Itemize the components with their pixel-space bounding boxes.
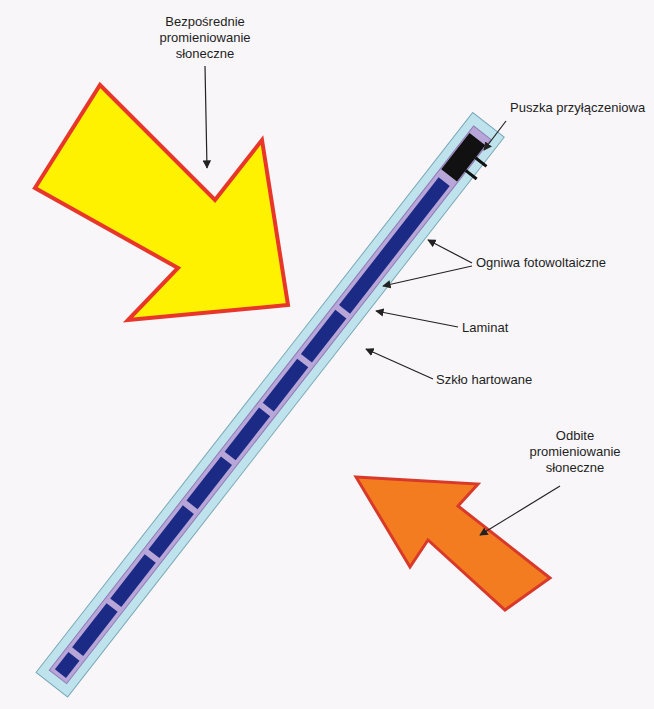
pv-cell [72, 603, 117, 656]
junction-box [441, 133, 485, 182]
callout-label: Puszka przyłączeniowa [510, 100, 650, 116]
reflected-sun-arrow [356, 477, 550, 610]
direct-sun-arrow [35, 85, 288, 320]
callout-label: Laminat [462, 320, 552, 336]
pv-cell [148, 505, 193, 558]
pv-cell [339, 177, 450, 313]
pv-module [36, 113, 507, 700]
callout-label: Odbite promieniowanie słoneczne [520, 428, 630, 476]
callout-label: Szkło hartowane [436, 372, 566, 388]
pv-cell [110, 554, 155, 607]
callout-label: Ogniwa fotowoltaiczne [476, 255, 626, 271]
pv-cell [301, 310, 346, 363]
pv-cell [187, 456, 232, 509]
pv-cell [263, 359, 308, 412]
callout-label: Bezpośrednie promieniowanie słoneczne [140, 14, 270, 62]
leader-lines [205, 66, 560, 535]
pv-cell [55, 652, 80, 678]
pv-cell [225, 408, 270, 461]
